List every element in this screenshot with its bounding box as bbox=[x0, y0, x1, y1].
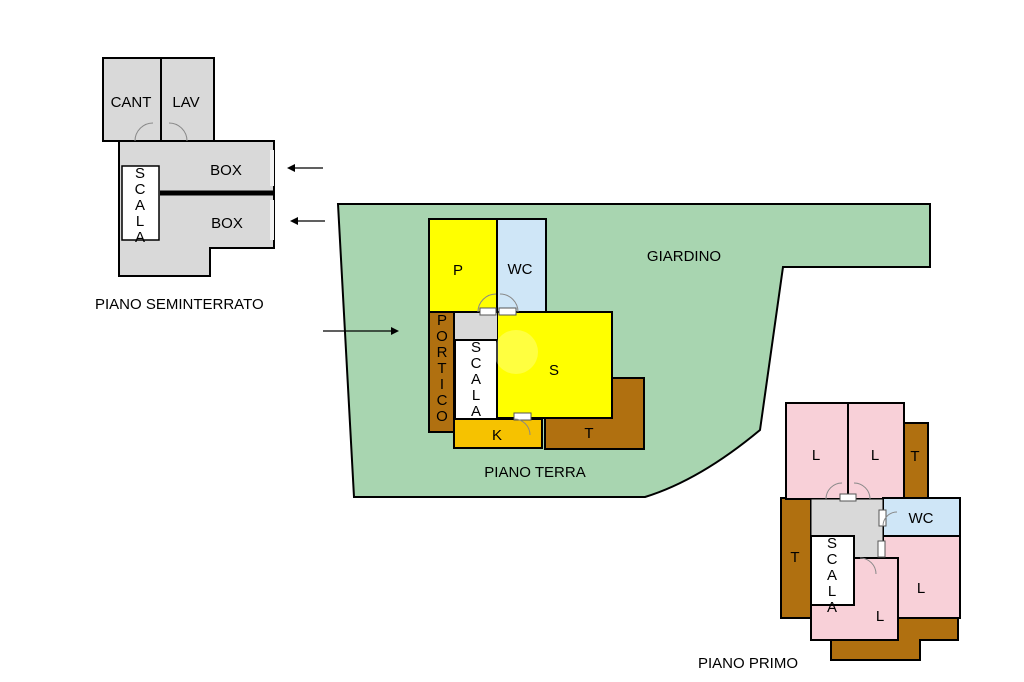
room-label-t: T bbox=[584, 425, 593, 442]
vertical-label-letter: L bbox=[472, 387, 480, 404]
vertical-label-letter: R bbox=[437, 344, 448, 361]
door-swing bbox=[859, 557, 877, 575]
room-terrazzo-right bbox=[902, 422, 929, 499]
vertical-label-letter: C bbox=[135, 181, 146, 198]
vertical-label-letter: C bbox=[471, 355, 482, 372]
room-label-box: BOX bbox=[210, 162, 242, 179]
room-label-t2: T bbox=[790, 549, 799, 566]
vertical-label-letter: S bbox=[135, 165, 145, 182]
door bbox=[839, 493, 857, 502]
first-stair bbox=[810, 535, 855, 606]
vertical-label-letter: C bbox=[827, 551, 838, 568]
room-label-l1: L bbox=[812, 447, 820, 464]
vertical-label-letter: S bbox=[827, 535, 837, 552]
room-label-wc: WC bbox=[508, 261, 533, 278]
vertical-label-letter: A bbox=[827, 599, 837, 616]
door-swing bbox=[825, 482, 843, 500]
room-kitchen bbox=[453, 418, 543, 449]
door bbox=[479, 307, 497, 316]
door bbox=[513, 412, 532, 421]
room-soggiorno bbox=[496, 311, 613, 419]
garden-label: GIARDINO bbox=[647, 248, 721, 265]
door-swing bbox=[513, 418, 531, 436]
logo-watermark bbox=[494, 330, 538, 374]
room-p bbox=[428, 218, 498, 313]
vertical-label-letter: A bbox=[135, 229, 145, 246]
vertical-label-letter: O bbox=[436, 408, 448, 425]
vertical-label-letter: A bbox=[135, 197, 145, 214]
entry-arrow bbox=[290, 217, 325, 225]
vertical-label-letter: A bbox=[471, 371, 481, 388]
vertical-label-letter: O bbox=[436, 328, 448, 345]
vertical-label-letter: P bbox=[437, 312, 447, 329]
vertical-label-letter: A bbox=[827, 567, 837, 584]
room-label-t1: T bbox=[910, 448, 919, 465]
vertical-label-letter: S bbox=[471, 339, 481, 356]
door bbox=[498, 307, 517, 316]
floor-title-first: PIANO PRIMO bbox=[698, 655, 798, 672]
room-wc bbox=[496, 218, 547, 313]
basement-stair bbox=[121, 165, 160, 241]
door-swing bbox=[477, 293, 497, 313]
room-label-cantina: CANT bbox=[111, 94, 152, 111]
door bbox=[877, 540, 886, 558]
room-cantina bbox=[102, 57, 162, 142]
door-swing bbox=[134, 122, 154, 142]
room-label-l2: L bbox=[871, 447, 879, 464]
ground-stair bbox=[454, 339, 498, 420]
entry-arrow bbox=[323, 327, 399, 335]
ground-hall bbox=[455, 313, 497, 340]
room-label-l3: L bbox=[917, 580, 925, 597]
room-l1 bbox=[785, 402, 849, 500]
door-swing bbox=[499, 293, 519, 313]
room-label-l4: L bbox=[876, 608, 884, 625]
floor-title-basement: PIANO SEMINTERRATO bbox=[95, 296, 264, 313]
floor-title-ground: PIANO TERRA bbox=[484, 464, 585, 481]
entry-arrow bbox=[287, 164, 323, 172]
room-label-lavanderia: LAV bbox=[172, 94, 199, 111]
door-swing bbox=[882, 511, 898, 527]
room-label-k: K bbox=[492, 427, 502, 444]
vertical-label-letter: C bbox=[437, 392, 448, 409]
door-swing bbox=[168, 122, 188, 142]
vertical-label-letter: A bbox=[471, 403, 481, 420]
room-label-box: BOX bbox=[211, 215, 243, 232]
vertical-label-letter: L bbox=[136, 213, 144, 230]
vertical-label-letter: I bbox=[440, 376, 444, 393]
vertical-label-letter: T bbox=[437, 360, 446, 377]
room-label-wc: WC bbox=[909, 510, 934, 527]
room-label-p: P bbox=[453, 262, 463, 279]
door-swing bbox=[853, 482, 871, 500]
portico bbox=[428, 311, 455, 433]
room-label-s: S bbox=[549, 362, 559, 379]
room-lavanderia bbox=[160, 57, 215, 142]
vertical-label-letter: L bbox=[828, 583, 836, 600]
